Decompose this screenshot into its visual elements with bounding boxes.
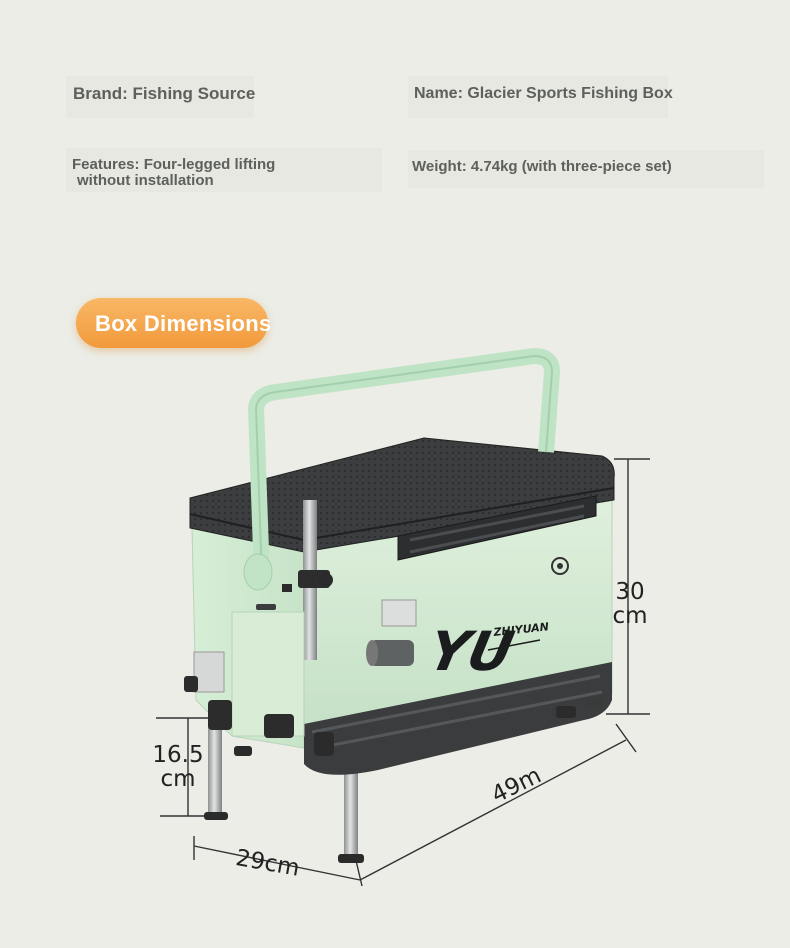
box-dimensions-badge-label: Box Dimensions — [95, 311, 272, 336]
spec-weight-backdrop — [408, 150, 764, 188]
height-dimension-unit: cm — [612, 603, 648, 629]
box-logo-main: YU — [423, 620, 519, 683]
box-bottom-bumper — [304, 662, 612, 775]
height-dimension-value: 30 — [615, 579, 645, 605]
product-name-label: Name: Glacier Sports Fishing Box — [414, 85, 673, 102]
height-dimension-label: 30 cm — [608, 580, 652, 628]
brand-emblem-icon — [551, 557, 569, 575]
leg-dimension-value: 16.5 — [152, 742, 204, 768]
leg-back-left — [208, 710, 222, 814]
width-dimension-line — [193, 836, 361, 881]
box-dimensions-badge — [76, 298, 268, 348]
front-clamp — [381, 599, 417, 627]
features-label: Features: Four-legged lifting without in… — [72, 157, 275, 189]
spec-name-backdrop — [408, 76, 668, 118]
leg-dimension-unit: cm — [160, 766, 196, 792]
box-logo-sub: ZHIYUAN — [492, 620, 549, 639]
spec-brand-backdrop — [66, 76, 254, 118]
leg-dimension-label: 16.5 cm — [148, 743, 208, 791]
weight-label: Weight: 4.74kg (with three-piece set) — [412, 158, 672, 175]
side-clamp — [193, 651, 225, 693]
leg-front — [344, 760, 358, 858]
features-line-2: without installation — [77, 172, 214, 189]
brand-label: Brand: Fishing Source — [73, 84, 256, 103]
height-dimension-line — [606, 458, 650, 715]
features-line-1: Features: Four-legged lifting — [72, 156, 276, 173]
spec-features-backdrop — [66, 148, 382, 192]
